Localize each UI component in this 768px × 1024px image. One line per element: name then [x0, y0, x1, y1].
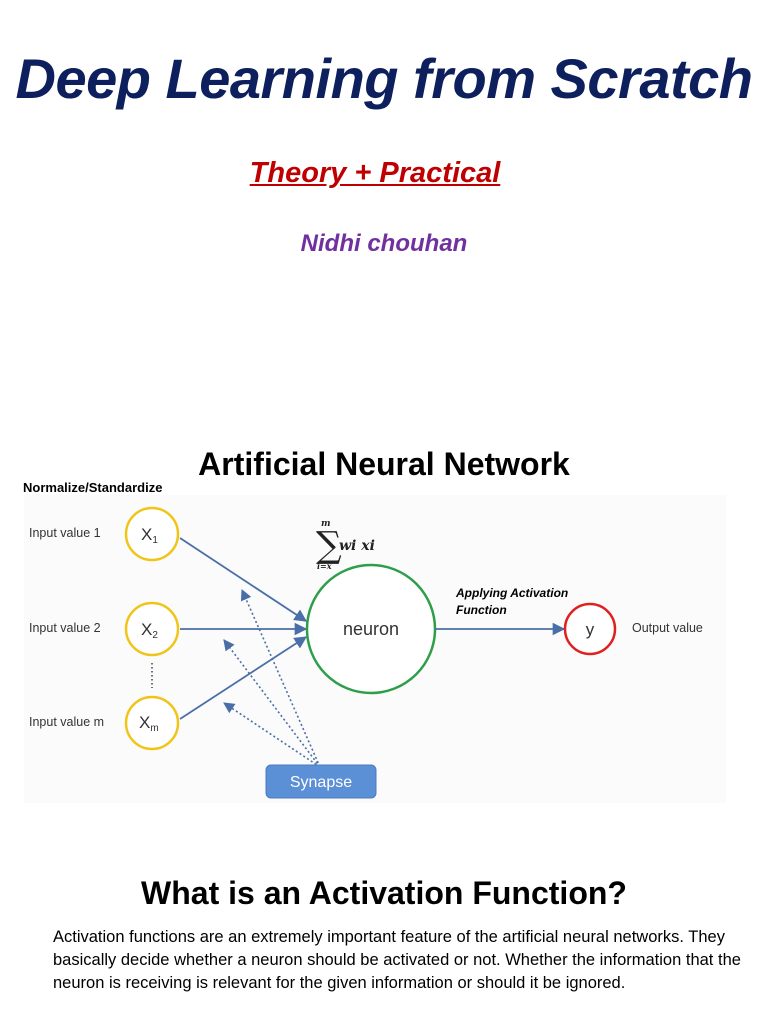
- input-node-2: [124, 601, 180, 657]
- input-node-1: [124, 506, 180, 562]
- input-node-m: [124, 695, 180, 751]
- activation-label-line1: Applying Activation: [455, 586, 568, 600]
- input-node-2-label: X2: [141, 620, 158, 641]
- output-node-label: y: [586, 620, 595, 639]
- activation-label-line2: Function: [456, 603, 507, 617]
- synapse-pointer-1: [240, 588, 321, 768]
- document-title: Deep Learning from Scratch: [15, 47, 753, 110]
- sigma-expression: wi xi: [339, 538, 375, 554]
- input-label-1: Input value 1: [29, 526, 101, 540]
- neural-network-diagram: Input value 1 Input value 2 Input value …: [24, 495, 726, 803]
- sigma-symbol: ∑: [316, 525, 342, 566]
- synapse-pointer-3: [223, 702, 321, 768]
- input-label-2: Input value 2: [29, 621, 101, 635]
- ann-section-title: Artificial Neural Network: [198, 446, 570, 482]
- synapse-badge: [265, 764, 377, 799]
- document-subtitle: Theory + Practical: [249, 157, 501, 189]
- output-node: [563, 602, 617, 656]
- neuron-label: neuron: [343, 619, 399, 639]
- input-node-m-label: Xm: [139, 713, 159, 734]
- author-name: Nidhi chouhan: [300, 230, 468, 257]
- normalize-label: Normalize/Standardize: [23, 480, 163, 495]
- output-value-label: Output value: [632, 621, 703, 635]
- synapse-arrow-1: [179, 537, 308, 622]
- input-node-1-label: X1: [141, 525, 158, 546]
- sigma-lower: i=x: [317, 561, 332, 571]
- activation-paragraph: Activation functions are an extremely im…: [53, 928, 741, 992]
- activation-section-title: What is an Activation Function?: [141, 875, 627, 911]
- synapse-arrow-m: [179, 636, 308, 720]
- sigma-upper: m: [321, 519, 331, 529]
- synapse-badge-label: Synapse: [290, 774, 352, 791]
- input-label-m: Input value m: [29, 715, 104, 729]
